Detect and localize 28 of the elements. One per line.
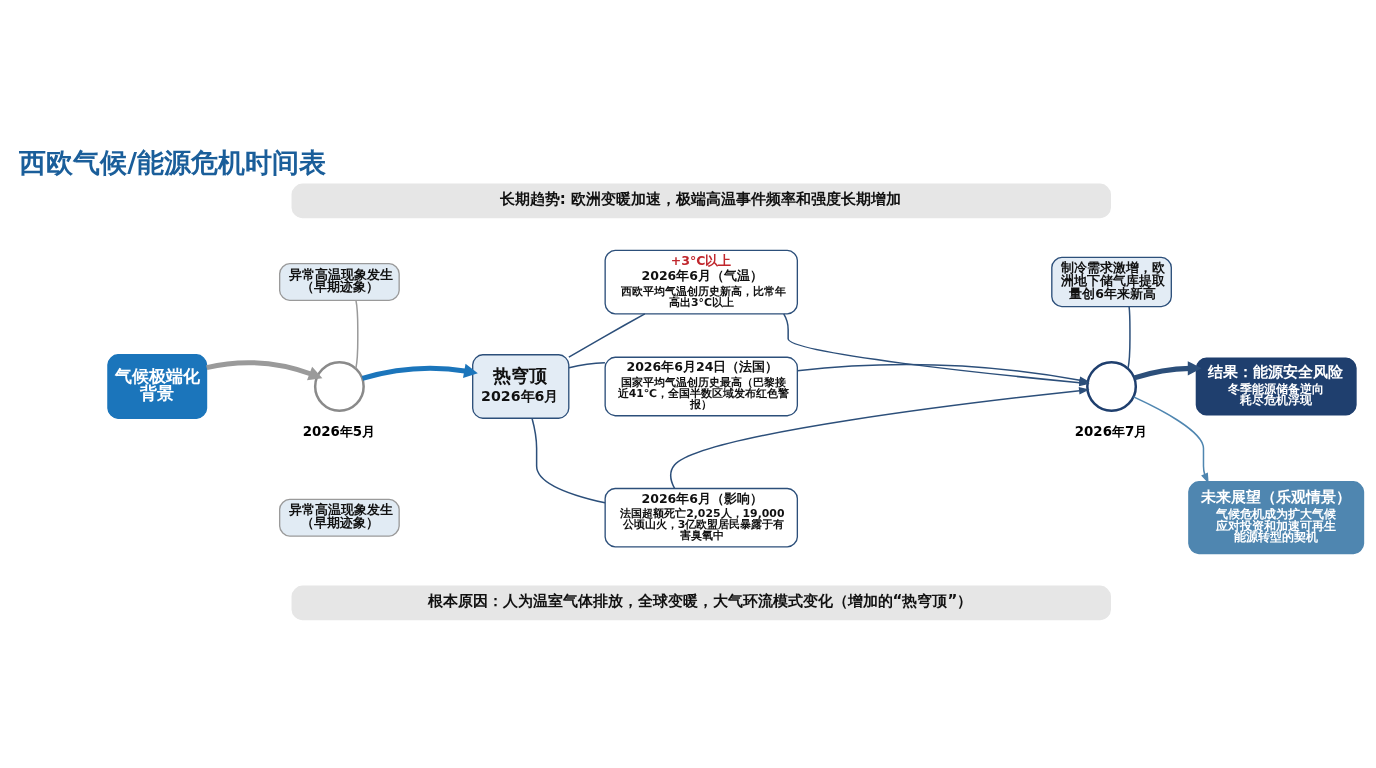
node-label: 2026年7月	[1074, 423, 1148, 439]
node-box: 制冷需求激增，欧洲地下储气库提取量创6年来新高	[1051, 256, 1172, 308]
node-box: 结果：能源安全风险 冬季能源储备逆向耗尽危机浮现	[1195, 357, 1357, 416]
connector	[355, 299, 359, 370]
node-box: 2026年6月24日（法国） 国家平均气温创历史最高（巴黎接近41℃，全国半数区域发布红色警报）	[604, 356, 798, 417]
node-box: 未来展望（乐观情景） 气候危机成为扩大气候应对投资和加速可再生能源转型的契机	[1188, 481, 1365, 555]
node-circle	[1086, 361, 1138, 412]
arrow	[361, 363, 478, 381]
node-box: 根本原因：人为温室气体排放，全球变暖，大气环流模式变化（增加的“热穹顶”）	[291, 585, 1111, 621]
diagram-title: 西欧气候/能源危机时间表	[19, 147, 326, 179]
node-box: 气候极端化背景	[107, 354, 208, 419]
node-box: 2026年6月（影响） 法国超额死亡2,025人，19,000公顷山火，3亿欧盟居民暴露于有害臭氧中	[604, 487, 798, 548]
node-box: 异常高温现象发生（早期迹象）	[279, 498, 400, 537]
node-label: 2026年5月	[302, 423, 376, 439]
arrow	[206, 360, 323, 381]
arrow	[1133, 361, 1202, 381]
connector	[531, 417, 606, 504]
arrow	[669, 387, 1090, 490]
node-circle	[313, 361, 365, 412]
node-box: +3°C以上 2026年6月（气温） 西欧平均气温创历史新高，比常年高出3°C以上	[604, 249, 798, 315]
connector	[1127, 306, 1131, 370]
connector	[568, 362, 606, 369]
connector	[568, 313, 646, 358]
arrow	[796, 363, 1090, 384]
node-box: 热穹顶 2026年6月	[472, 354, 570, 419]
arrow	[1132, 396, 1209, 484]
node-box: 异常高温现象发生（早期迹象）	[279, 263, 400, 302]
node-box: 长期趋势: 欧洲变暖加速，极端高温事件频率和强度长期增加	[291, 183, 1111, 219]
